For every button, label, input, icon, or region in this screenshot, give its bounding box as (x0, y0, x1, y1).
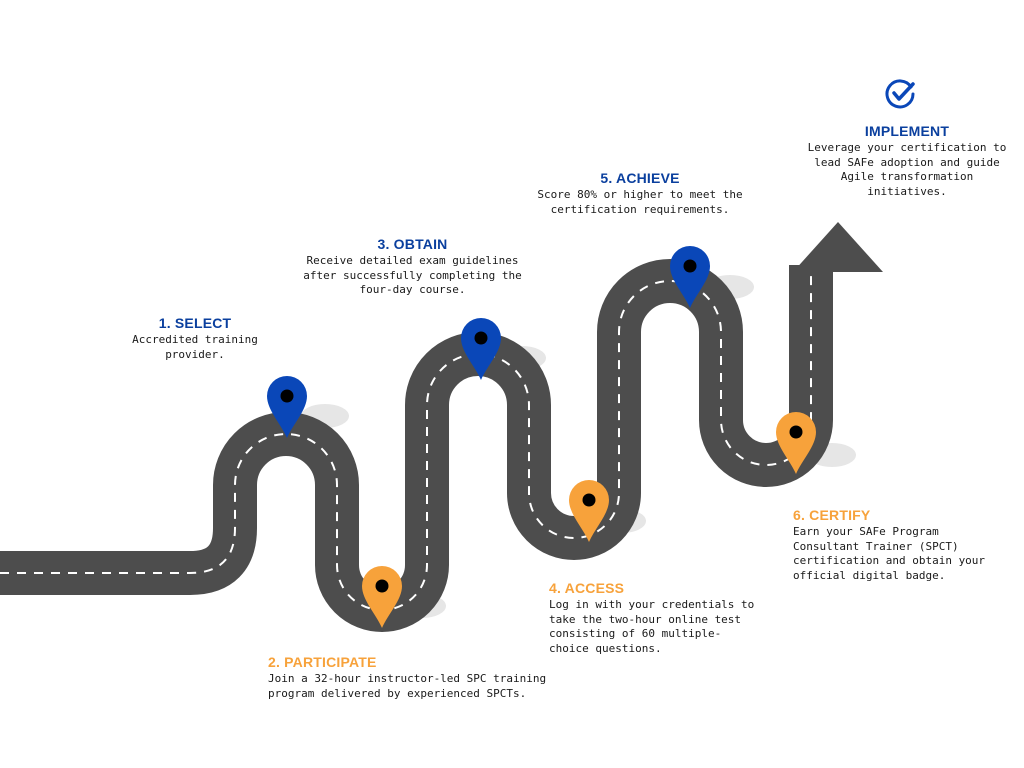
step-description: Join a 32-hour instructor-led SPC traini… (268, 672, 547, 700)
map-pin-dot (683, 259, 697, 273)
map-pin-icon (569, 480, 609, 542)
map-pin-dot (789, 425, 803, 439)
check-circle-icon (885, 79, 915, 109)
step-description: Receive detailed exam guidelines after s… (303, 254, 522, 296)
map-pin-dot (474, 331, 488, 345)
step-participate: 2. PARTICIPATE Join a 32-hour instructor… (268, 654, 568, 701)
step-description: Leverage your certification to lead SAFe… (807, 141, 1007, 198)
road-lane-marking (0, 270, 812, 611)
step-title: 6. CERTIFY (793, 507, 871, 523)
map-pin-icon (362, 566, 402, 628)
step-description: Accredited training provider. (132, 333, 258, 361)
step-access: 4. ACCESS Log in with your credentials t… (549, 580, 769, 656)
arrow-up-icon (793, 222, 883, 272)
map-pins (267, 246, 816, 628)
step-select: 1. SELECT Accredited training provider. (120, 315, 270, 362)
map-pin-icon (461, 318, 501, 380)
step-description: Score 80% or higher to meet the certific… (537, 188, 743, 216)
map-pin-icon (670, 246, 710, 308)
step-title: 4. ACCESS (549, 580, 625, 596)
map-pin-dot (375, 579, 389, 593)
step-description: Log in with your credentials to take the… (549, 598, 755, 655)
map-pin-dot (280, 389, 294, 403)
map-pin-icon (267, 376, 307, 438)
map-pin-icon (776, 412, 816, 474)
map-pin-dot (582, 493, 596, 507)
step-implement: IMPLEMENT Leverage your certification to… (800, 123, 1014, 199)
step-title: 2. PARTICIPATE (268, 654, 377, 670)
step-title: IMPLEMENT (864, 123, 950, 139)
step-certify: 6. CERTIFY Earn your SAFe Program Consul… (793, 507, 993, 583)
step-obtain: 3. OBTAIN Receive detailed exam guidelin… (300, 236, 525, 298)
step-description: Earn your SAFe Program Consultant Traine… (793, 525, 986, 582)
step-title: 3. OBTAIN (377, 236, 448, 252)
step-title: 5. ACHIEVE (600, 170, 680, 186)
step-achieve: 5. ACHIEVE Score 80% or higher to meet t… (525, 170, 755, 217)
step-title: 1. SELECT (158, 315, 232, 331)
